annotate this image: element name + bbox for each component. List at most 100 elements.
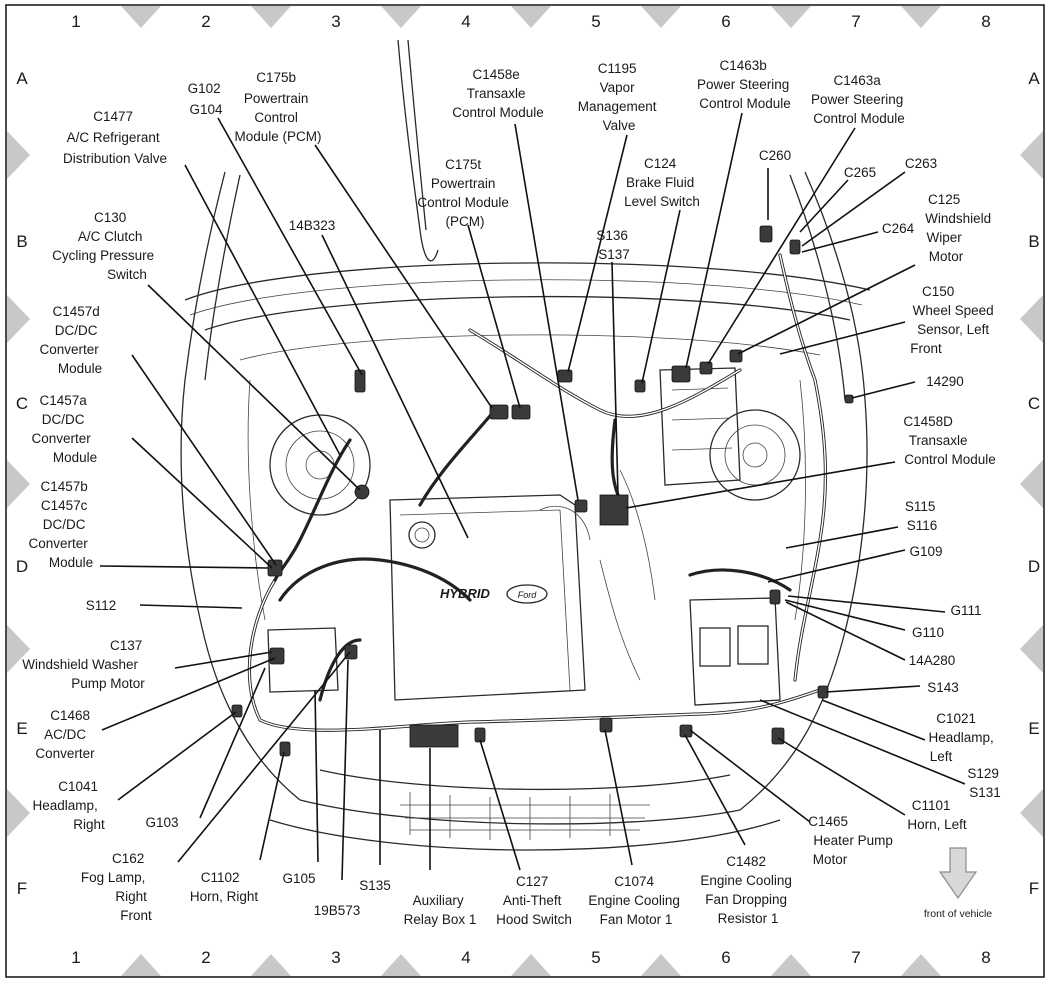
border-marker-top-1: [121, 6, 161, 28]
label-c1021: C1021 Headlamp, Left: [928, 711, 997, 764]
label-c264: C264: [882, 221, 915, 236]
leader-lines: [99, 112, 966, 881]
grid-col-top-5: 5: [591, 12, 600, 31]
connector-c175t: [511, 404, 531, 420]
label-14a280: 14A280: [909, 653, 956, 668]
grid-row-right-A: A: [1028, 69, 1040, 88]
callout-labels: C1477 A/C Refrigerant Distribution Valve…: [22, 58, 1002, 927]
label-c125: C125 Windshield Wiper Motor: [925, 192, 995, 264]
border-marker-right-4: [1020, 625, 1043, 673]
label-g105: G105: [282, 871, 315, 886]
label-c175t: C175t Powertrain Control Module (PCM): [417, 157, 512, 229]
grid-col-bottom-1: 1: [71, 948, 80, 967]
diagram-border: [5, 4, 1045, 978]
border-marker-bottom-2: [251, 954, 291, 976]
border-marker-bottom-1: [121, 954, 161, 976]
auxiliary-relay-box: [409, 724, 459, 748]
label-c1463a: C1463a Power Steering Control Module: [811, 73, 907, 126]
wiring-harness: [247, 253, 828, 732]
grid-row-right-B: B: [1028, 232, 1039, 251]
connector-g102: [354, 369, 366, 393]
ford-oval: [506, 584, 548, 604]
label-c1041: C1041 Headlamp, Right: [32, 779, 105, 832]
connector-c1458e: [574, 499, 588, 513]
label-c1457d: C1457d DC/DC Converter Module: [39, 304, 103, 376]
label-auxiliary-relay-box: Auxiliary Relay Box 1: [404, 893, 477, 927]
label-14b323: 14B323: [289, 218, 336, 233]
grid-row-right-C: C: [1028, 394, 1040, 413]
front-arrow-icon: [938, 847, 978, 900]
border-marker-bottom-4: [511, 954, 551, 976]
grid-col-top-4: 4: [461, 12, 470, 31]
label-s135: S135: [359, 878, 391, 893]
label-c1463b: C1463b Power Steering Control Module: [697, 58, 793, 111]
label-c260: C260: [759, 148, 791, 163]
label-c263: C263: [905, 156, 937, 171]
label-c1468: C1468 AC/DC Converter: [35, 708, 95, 761]
grid-row-right-D: D: [1028, 557, 1040, 576]
grid-col-bottom-3: 3: [331, 948, 340, 967]
label-c162: C162 Fog Lamp, Right Front: [81, 851, 152, 923]
label-c1465: C1465 Heater Pump Motor: [808, 814, 896, 867]
border-marker-top-7: [901, 6, 941, 28]
grid-row-right-F: F: [1029, 879, 1039, 898]
connector-c1041: [231, 704, 243, 718]
grid-col-bottom-6: 6: [721, 948, 730, 967]
label-c1101: C1101 Horn, Left: [907, 798, 967, 832]
label-c137: C137 Windshield Washer Pump Motor: [22, 638, 146, 691]
label-s112: S112: [86, 598, 117, 613]
grid-col-bottom-8: 8: [981, 948, 990, 967]
label-c1482: C1482 Engine Cooling Fan Dropping Resist…: [700, 854, 795, 926]
connector-c1102: [279, 741, 291, 757]
border-marker-top-5: [641, 6, 681, 28]
grid-col-bottom-2: 2: [201, 948, 210, 967]
grid-col-top-7: 7: [851, 12, 860, 31]
label-s136-s137: S136 S137: [596, 228, 631, 262]
border-marker-left-1: [7, 131, 30, 179]
connector-c1458d: [599, 494, 629, 526]
border-marker-left-2: [7, 295, 30, 343]
label-c150: C150 Wheel Speed Sensor, Left Front: [910, 284, 997, 356]
border-marker-right-5: [1020, 789, 1043, 837]
border-marker-right-1: [1020, 131, 1043, 179]
border-marker-right-2: [1020, 295, 1043, 343]
border-marker-bottom-3: [381, 954, 421, 976]
grid-col-bottom-5: 5: [591, 948, 600, 967]
connector-c127: [474, 727, 486, 743]
border-marker-bottom-6: [771, 954, 811, 976]
grid-col-top-2: 2: [201, 12, 210, 31]
grid-col-bottom-7: 7: [851, 948, 860, 967]
label-c1458d: C1458D Transaxle Control Module: [903, 414, 995, 467]
label-c1102: C1102 Horn, Right: [190, 870, 259, 904]
label-g110: G110: [912, 625, 944, 640]
connector-c1101: [771, 727, 785, 745]
connector-c1074: [599, 717, 613, 733]
label-14290: 14290: [926, 374, 964, 389]
grid-row-left-B: B: [16, 232, 27, 251]
grid-row-left-A: A: [16, 69, 28, 88]
label-s129-s131: S129 S131: [967, 766, 1002, 800]
grid-col-top-6: 6: [721, 12, 730, 31]
label-c127: C127 Anti-Theft Hood Switch: [496, 874, 572, 927]
connector-c1463a: [699, 361, 713, 375]
border-marker-bottom-7: [901, 954, 941, 976]
connector-c263: [789, 239, 801, 255]
connector-c260: [759, 225, 773, 243]
label-c1195: C1195 Vapor Management Valve: [578, 61, 661, 133]
label-c1457b-c1457c: C1457b C1457c DC/DC Converter Module: [28, 479, 93, 570]
label-c1477: C1477 A/C Refrigerant Distribution Valve: [63, 109, 167, 166]
connector-c175b: [489, 404, 509, 420]
border-marker-top-6: [771, 6, 811, 28]
grid-col-top-3: 3: [331, 12, 340, 31]
label-c1457a: C1457a DC/DC Converter Module: [31, 393, 97, 465]
grid-row-left-C: C: [16, 394, 28, 413]
grid-row-left-D: D: [16, 557, 28, 576]
connector-c137: [269, 647, 285, 665]
connector-c1195: [557, 369, 573, 383]
front-of-vehicle-label: front of vehicle: [924, 908, 992, 920]
connector-c125: [729, 349, 743, 363]
label-c265: C265: [844, 165, 876, 180]
connector-g110: [769, 589, 781, 605]
label-s143: S143: [927, 680, 959, 695]
